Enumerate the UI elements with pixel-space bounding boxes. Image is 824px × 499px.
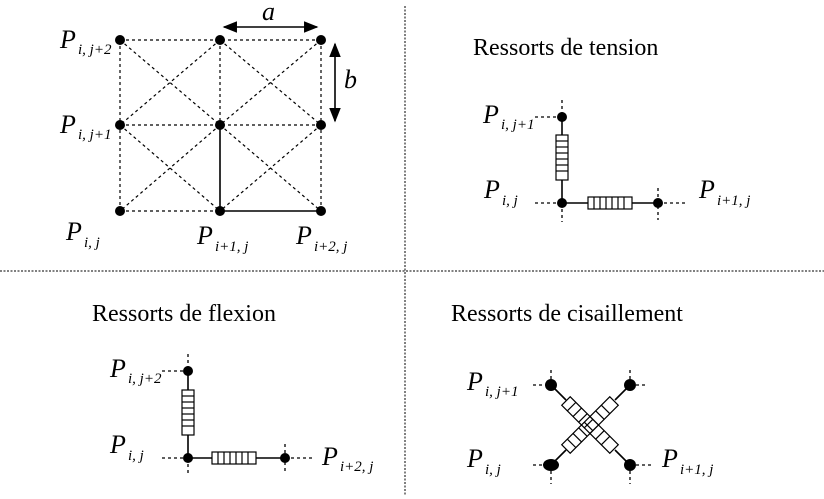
svg-text:i, j+1: i, j+1	[485, 384, 518, 400]
svg-text:i+2, j: i+2, j	[314, 239, 347, 255]
svg-text:i+1, j: i+1, j	[680, 462, 713, 478]
tension-label-p-i1-j: P i+1, j	[698, 175, 750, 209]
svg-text:P: P	[482, 100, 499, 129]
svg-text:P: P	[196, 221, 213, 250]
flexion-spring-horizontal	[211, 451, 257, 465]
svg-text:i+2, j: i+2, j	[340, 459, 373, 475]
node	[215, 35, 225, 45]
flexion-spring-vertical	[181, 389, 195, 436]
flexion-label-p-i-j2: P i, j+2	[109, 354, 162, 387]
tension-panel: Ressorts de tension P i, j+1 P	[473, 35, 750, 222]
svg-text:i, j+1: i, j+1	[501, 117, 534, 133]
shear-panel: Ressorts de cisaillement	[451, 301, 713, 484]
svg-text:i, j: i, j	[128, 448, 144, 464]
grid-panel: a b P i, j+2 P i, j+1 P i, j P i+1, j P …	[59, 0, 357, 255]
shear-title: Ressorts de cisaillement	[451, 301, 683, 327]
shear-label-p-i-j: P i, j	[466, 444, 501, 478]
svg-text:P: P	[466, 367, 483, 396]
tension-spring-vertical	[555, 134, 569, 181]
svg-text:i, j: i, j	[84, 235, 100, 251]
shear-spring-1	[560, 395, 620, 455]
flexion-label-p-i2-j: P i+2, j	[321, 442, 373, 475]
label-p-i1-j: P i+1, j	[196, 221, 248, 255]
svg-text:i, j+2: i, j+2	[128, 371, 162, 387]
svg-text:P: P	[483, 175, 500, 204]
flexion-title: Ressorts de flexion	[92, 301, 276, 327]
shear-label-p-i-j1: P i, j+1	[466, 367, 518, 400]
svg-text:i+1, j: i+1, j	[215, 239, 248, 255]
svg-text:P: P	[321, 442, 338, 471]
label-p-i-j: P i, j	[65, 217, 100, 251]
svg-text:i, j: i, j	[485, 462, 501, 478]
dimension-a-label: a	[262, 0, 275, 26]
shear-spring-2	[560, 395, 620, 455]
label-p-i-j2: P i, j+2	[59, 25, 112, 58]
svg-text:i, j+1: i, j+1	[78, 127, 111, 143]
node	[115, 35, 125, 45]
node	[215, 120, 225, 130]
svg-text:P: P	[109, 354, 126, 383]
svg-text:P: P	[59, 110, 76, 139]
label-p-i-j1: P i, j+1	[59, 110, 111, 143]
flexion-panel: Ressorts de flexion P i, j+2 P	[92, 301, 373, 476]
svg-text:P: P	[109, 430, 126, 459]
node	[316, 35, 326, 45]
node	[316, 120, 326, 130]
tension-title: Ressorts de tension	[473, 35, 658, 61]
tension-label-p-i-j1: P i, j+1	[482, 100, 534, 133]
dimension-b-label: b	[344, 65, 357, 94]
svg-text:P: P	[466, 444, 483, 473]
node	[115, 120, 125, 130]
flexion-label-p-i-j: P i, j	[109, 430, 144, 464]
svg-text:P: P	[59, 25, 76, 54]
node	[316, 206, 326, 216]
node	[215, 206, 225, 216]
shear-label-p-i1-j: P i+1, j	[661, 444, 713, 478]
svg-text:i+1, j: i+1, j	[717, 193, 750, 209]
svg-text:P: P	[661, 444, 678, 473]
svg-text:P: P	[698, 175, 715, 204]
svg-text:i, j+2: i, j+2	[78, 42, 112, 58]
label-p-i2-j: P i+2, j	[295, 221, 347, 255]
svg-text:P: P	[65, 217, 82, 246]
svg-text:i, j: i, j	[502, 193, 518, 209]
node	[115, 206, 125, 216]
svg-text:P: P	[295, 221, 312, 250]
tension-label-p-i-j: P i, j	[483, 175, 518, 209]
